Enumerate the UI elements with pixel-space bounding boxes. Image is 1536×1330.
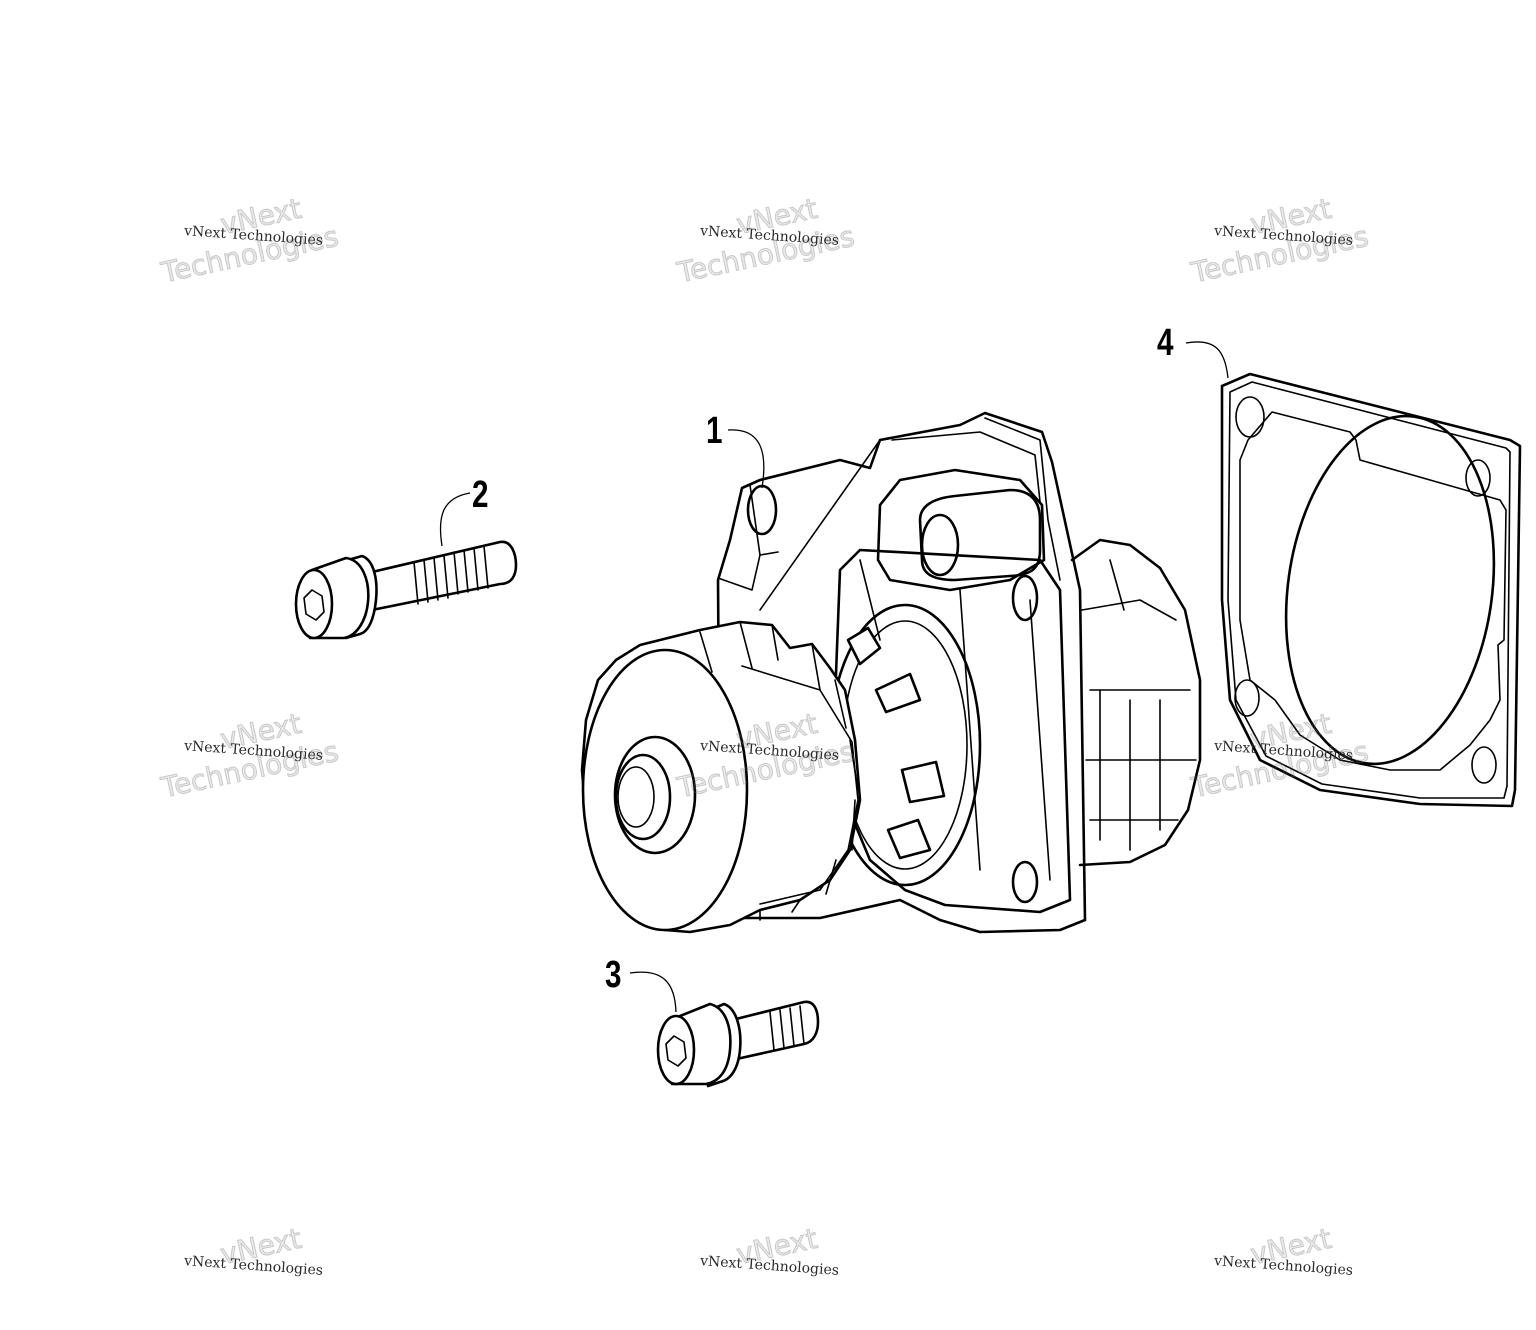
- watermark: vNext Technologies vNext Technologies: [158, 706, 342, 805]
- bolt-short-part-3: [656, 1000, 820, 1088]
- watermark: vNext Technologies vNext Technologies: [674, 191, 858, 290]
- leader-2: [439, 492, 471, 547]
- gasket-part-4: [1220, 372, 1522, 808]
- callout-3: 3: [605, 954, 622, 996]
- callout-4: 4: [1157, 322, 1174, 364]
- diagram-drawing: [294, 341, 1522, 1088]
- watermark: vNext vNext Technologies: [1213, 1221, 1354, 1279]
- watermark: vNext vNext Technologies: [183, 1221, 324, 1279]
- watermark: vNext Technologies vNext Technologies: [158, 191, 342, 290]
- parts-diagram: 1 2 3 4 vNext Technologies vNext Technol…: [158, 191, 1522, 1279]
- callout-1: 1: [706, 410, 723, 452]
- leader-3: [629, 971, 677, 1013]
- watermark: vNext Technologies vNext Technologies: [1188, 191, 1372, 290]
- watermark: vNext vNext Technologies: [699, 1221, 840, 1279]
- leader-4: [1185, 341, 1229, 379]
- bolt-long-part-2: [294, 540, 518, 640]
- water-pump-part-1: [580, 411, 1202, 934]
- callout-2: 2: [472, 474, 489, 516]
- leader-1: [727, 429, 765, 489]
- watermark: vNext Technologies vNext Technologies: [674, 706, 858, 805]
- watermark: vNext Technologies vNext Technologies: [1188, 706, 1372, 805]
